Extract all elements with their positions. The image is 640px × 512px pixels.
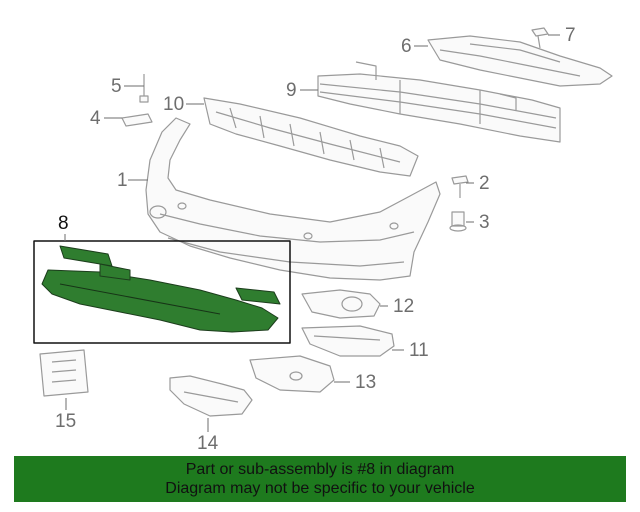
parts-diagram: [33, 27, 613, 432]
leader-lines: [64, 34, 560, 432]
callout-14: 14: [197, 433, 219, 454]
banner-line-1: Part or sub-assembly is #8 in diagram: [185, 461, 455, 478]
part-13-lower-bezel: [249, 355, 335, 393]
callout-12: 12: [393, 296, 415, 317]
part-3-clip-nut: [449, 211, 467, 232]
callout-4: 4: [90, 108, 101, 129]
callout-8: 8: [58, 213, 69, 234]
banner-line-2: Diagram may not be specific to your vehi…: [165, 480, 475, 497]
callout-9: 9: [286, 80, 297, 101]
callout-3: 3: [479, 212, 490, 233]
part-11-fog-bezel: [301, 325, 395, 357]
callout-5: 5: [111, 76, 122, 97]
part-7-push-pin: [531, 27, 549, 49]
part-4-bracket: [121, 113, 153, 127]
callout-7: 7: [565, 25, 576, 46]
part-5-bolt: [139, 74, 149, 103]
part-12-fog-bezel: [301, 289, 381, 319]
part-8-frame: [33, 240, 291, 344]
callout-10: 10: [163, 94, 185, 115]
callout-13: 13: [355, 372, 377, 393]
part-2-screw: [451, 175, 469, 198]
callout-1: 1: [117, 170, 128, 191]
part-14-lower-bezel: [169, 375, 253, 417]
part-6-upper-shield: [427, 35, 613, 87]
part-9-reinforcement: [317, 61, 561, 143]
info-banner: Part or sub-assembly is #8 in diagram Di…: [14, 456, 626, 502]
callout-6: 6: [401, 36, 412, 57]
part-15-plate-bracket: [39, 349, 89, 397]
part-10-absorber: [203, 97, 419, 177]
callout-2: 2: [479, 173, 490, 194]
callout-15: 15: [55, 411, 77, 432]
callout-11: 11: [409, 340, 429, 361]
part-8-lower-shield: [41, 245, 281, 333]
